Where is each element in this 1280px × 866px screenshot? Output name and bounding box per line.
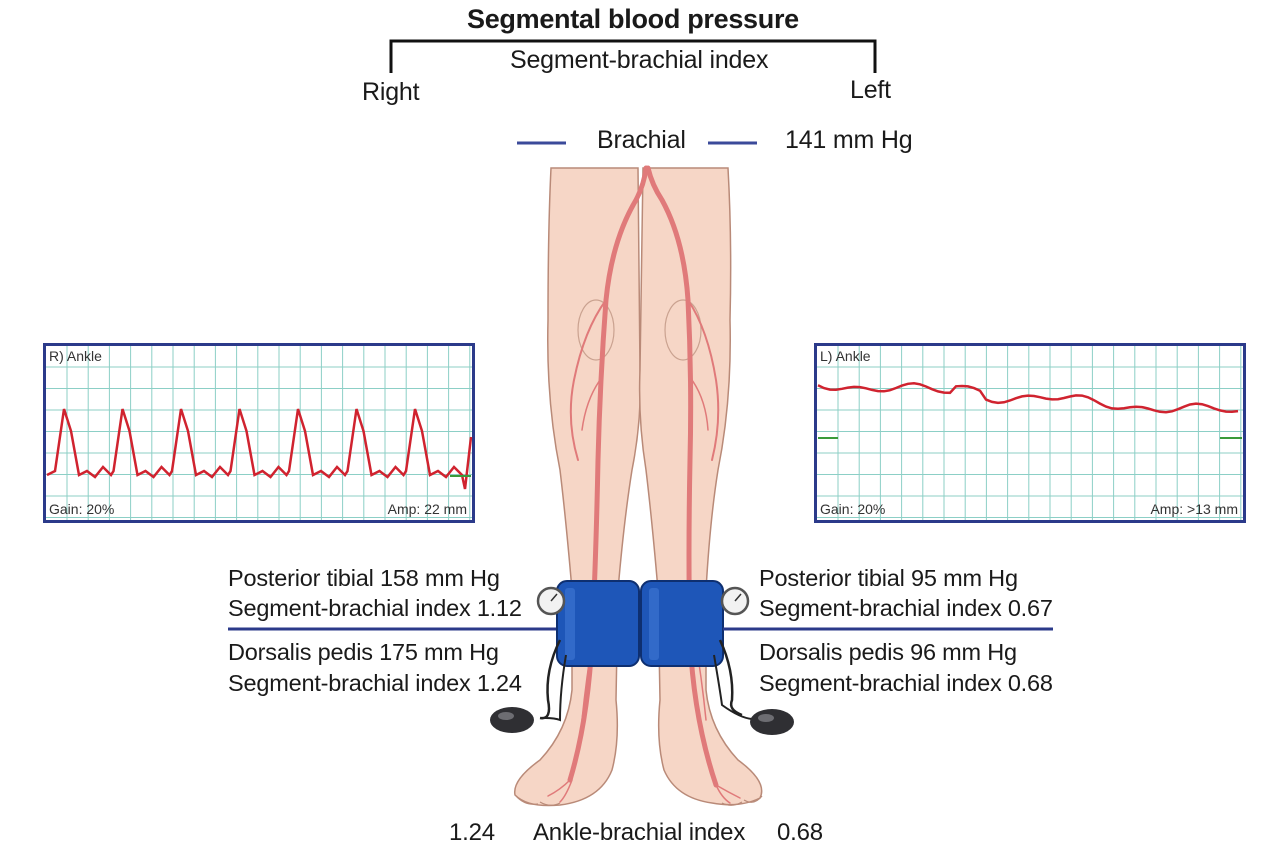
right-side-label: Right: [362, 78, 420, 106]
left-trace-label: L) Ankle: [820, 348, 871, 364]
left-trace-gain: Gain: 20%: [820, 501, 885, 517]
left-cuff: [640, 580, 724, 667]
left-dp-index: Segment-brachial index 0.68: [759, 670, 1053, 696]
left-trace-amp: Amp: >13 mm: [1150, 501, 1238, 517]
diagram-title: Segmental blood pressure: [467, 4, 799, 34]
right-trace-label: R) Ankle: [49, 348, 102, 364]
right-pt-index: Segment-brachial index 1.12: [228, 595, 522, 621]
right-posterior-tibial: Posterior tibial 158 mm Hg: [228, 565, 500, 591]
header-subtitle: Segment-brachial index: [510, 46, 769, 74]
right-dorsalis-pedis: Dorsalis pedis 175 mm Hg: [228, 639, 499, 665]
right-ankle-trace: R) Ankle Gain: 20% Amp: 22 mm: [43, 343, 475, 523]
left-side-label: Left: [850, 76, 891, 104]
left-abi-value: 0.68: [777, 819, 823, 846]
left-dorsalis-pedis: Dorsalis pedis 96 mm Hg: [759, 639, 1017, 665]
right-abi-value: 1.24: [449, 819, 495, 846]
abi-label: Ankle-brachial index: [533, 819, 746, 846]
left-posterior-tibial: Posterior tibial 95 mm Hg: [759, 565, 1018, 591]
right-dp-index: Segment-brachial index 1.24: [228, 670, 522, 696]
right-trace-grid: [46, 346, 472, 520]
right-cuff: [556, 580, 640, 667]
brachial-value: 141 mm Hg: [785, 126, 913, 154]
left-ankle-trace: L) Ankle Gain: 20% Amp: >13 mm: [814, 343, 1246, 523]
left-trace-grid: [817, 346, 1243, 520]
left-pt-index: Segment-brachial index 0.67: [759, 595, 1053, 621]
right-trace-amp: Amp: 22 mm: [388, 501, 467, 517]
brachial-label: Brachial: [597, 126, 686, 154]
right-trace-waveform: [46, 408, 473, 490]
right-trace-gain: Gain: 20%: [49, 501, 114, 517]
left-trace-waveform: [817, 382, 1239, 414]
